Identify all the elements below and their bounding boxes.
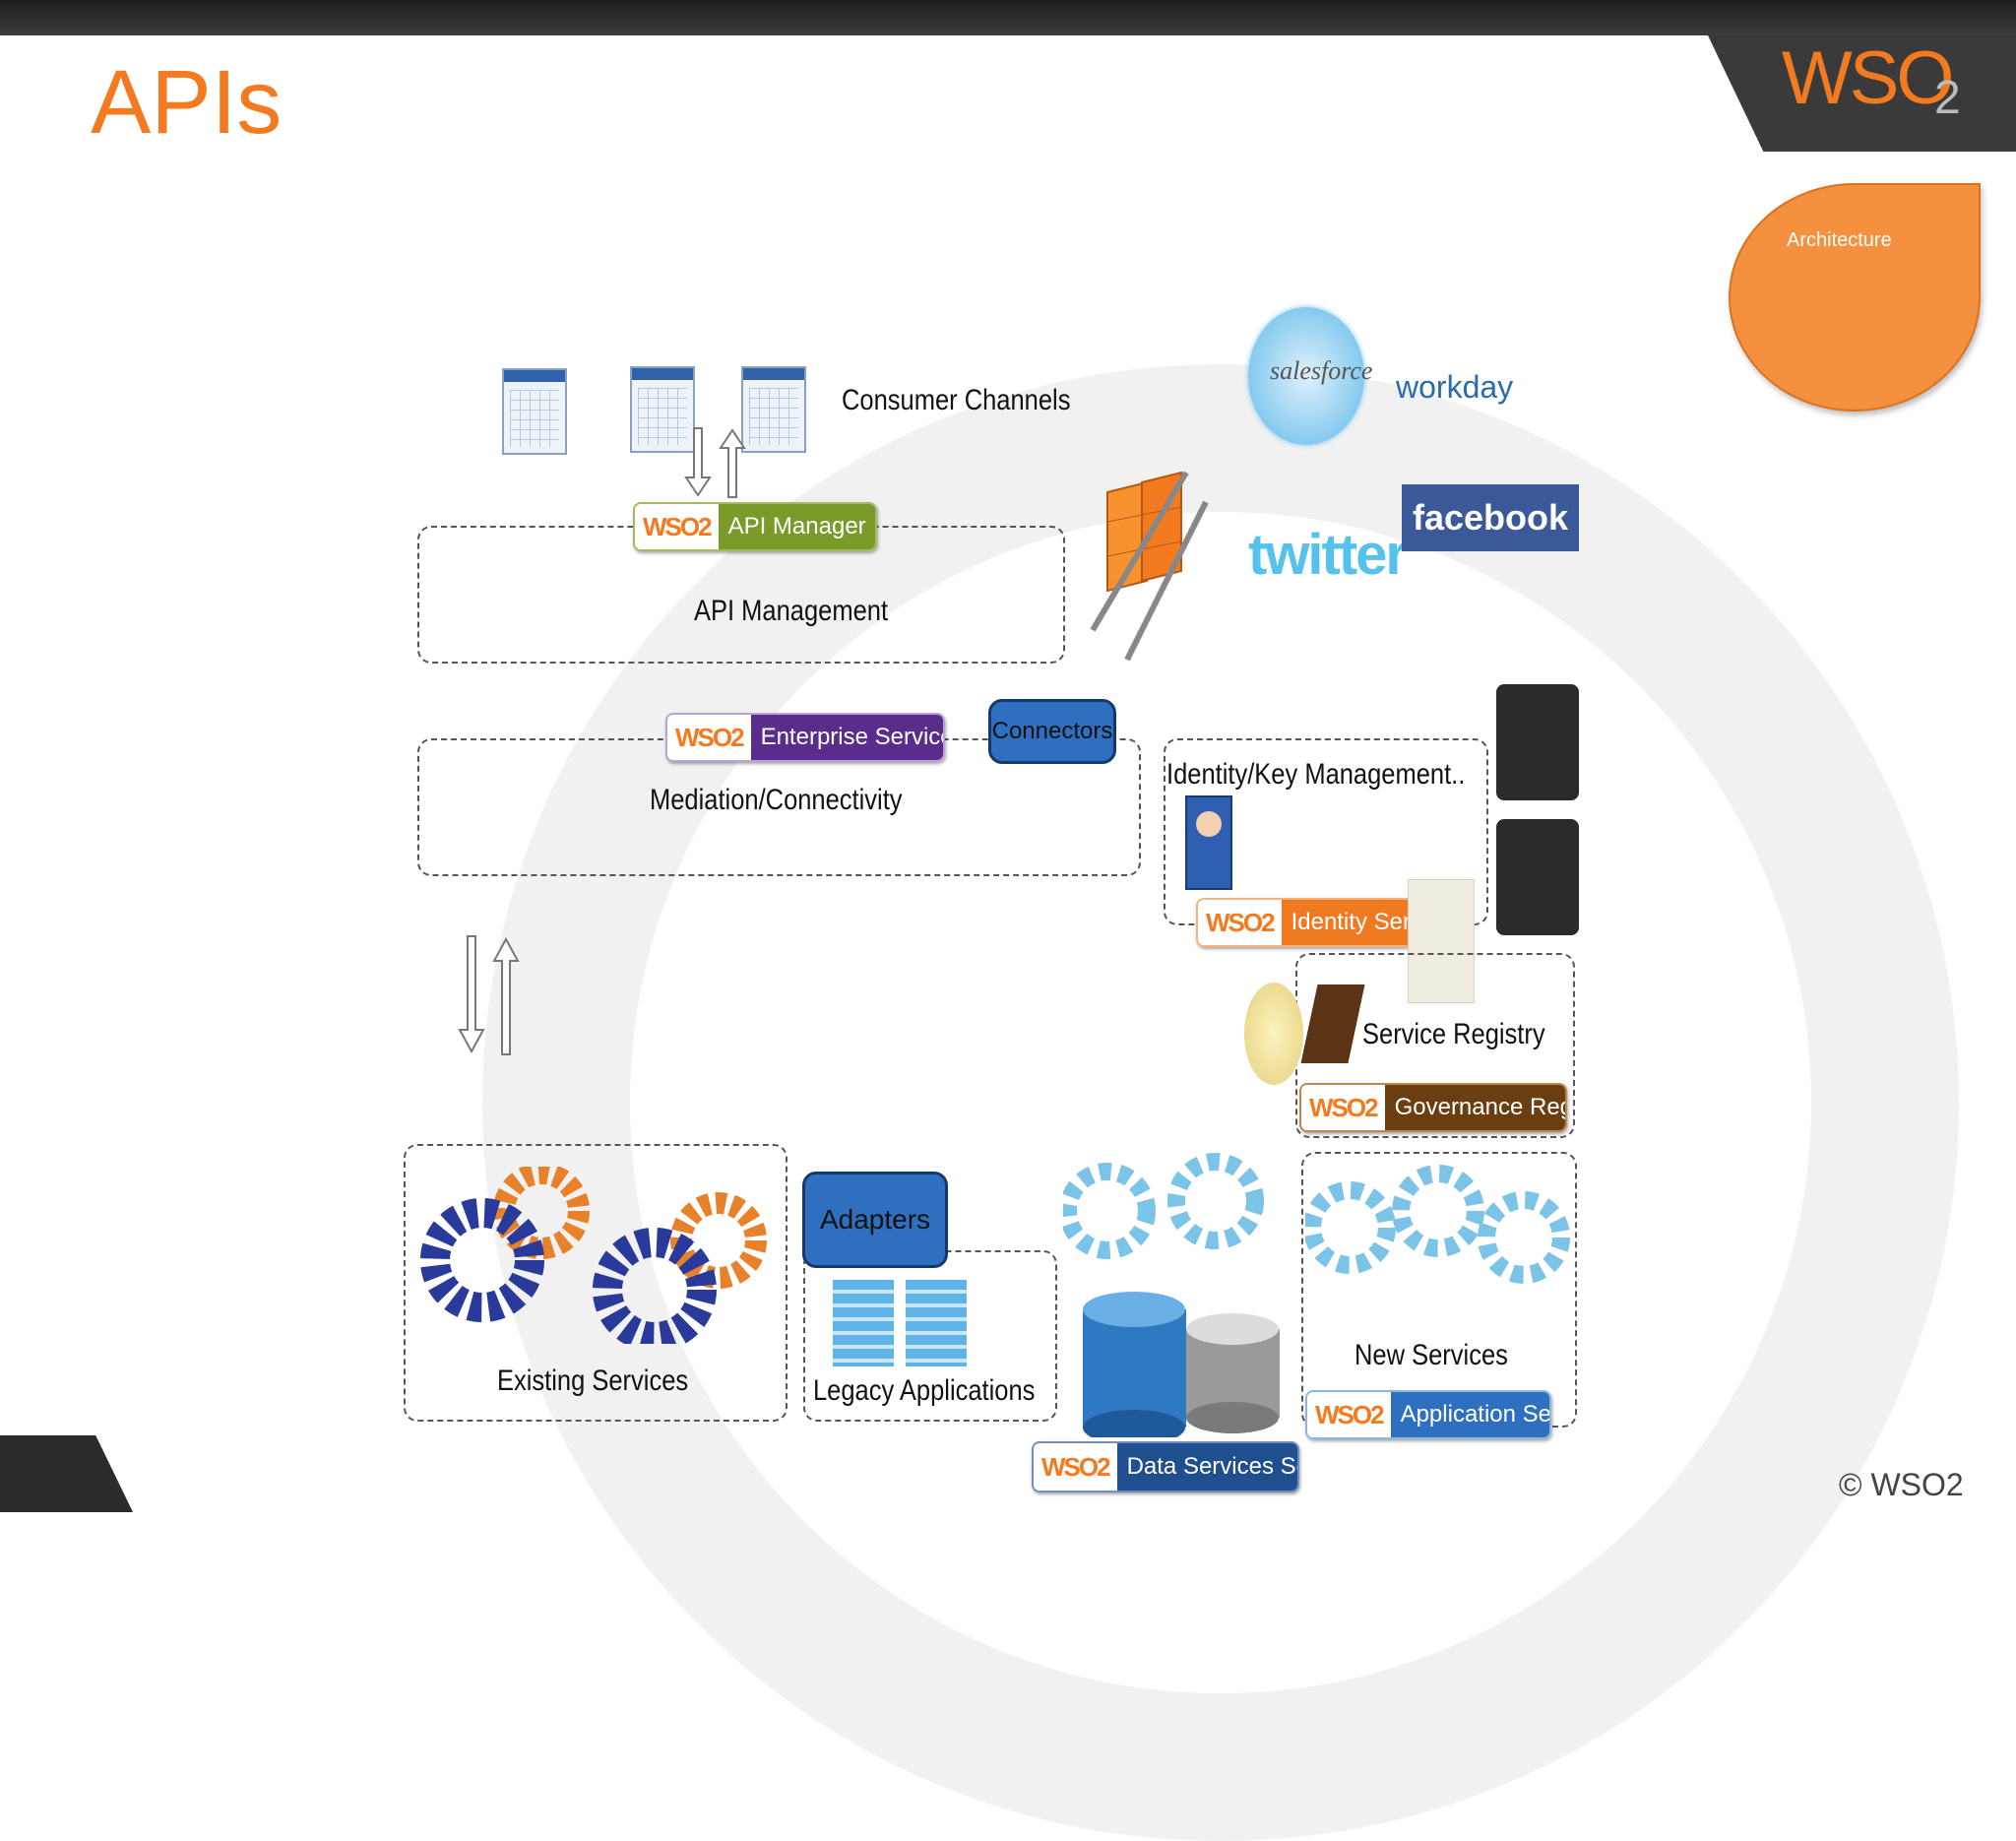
directory-server-icon — [1496, 684, 1579, 800]
legacy-app-icon — [833, 1280, 894, 1366]
governance-registry-label: Governance Registry — [1384, 1085, 1565, 1130]
gears-icon — [420, 1167, 767, 1344]
consumer-app-icon — [741, 366, 806, 453]
esb-label: Enterprise Service Bus — [750, 715, 943, 760]
existing-services-box — [404, 1144, 788, 1422]
request-response-arrows-icon — [684, 427, 746, 498]
twitter-logo: twitter — [1248, 523, 1408, 587]
wso2-brand: WSO2 — [1307, 1392, 1391, 1437]
identity-label: Identity/Key Management.. — [1166, 758, 1466, 791]
document-icon — [1408, 879, 1475, 1003]
architecture-badge — [1729, 183, 1981, 412]
firewall-icon — [1090, 471, 1209, 662]
top-bar — [0, 0, 2016, 35]
salesforce-cloud-icon — [1248, 307, 1364, 445]
database-icon — [1083, 1292, 1280, 1437]
salesforce-logo: salesforce — [1270, 356, 1373, 385]
wso2-brand: WSO2 — [1034, 1443, 1117, 1491]
governance-registry-badge: WSO2 Governance Registry — [1299, 1083, 1567, 1132]
consumer-app-icon — [630, 366, 695, 453]
wso2-brand: WSO2 — [1198, 900, 1282, 945]
copyright: © WSO2 — [1839, 1467, 1964, 1502]
wso2-logo-text: WSO — [1782, 36, 1955, 120]
new-services-gears-icon — [1305, 1165, 1570, 1284]
directory-server-icon — [1496, 819, 1579, 935]
consumer-app-icon — [502, 368, 567, 455]
wso2-brand: WSO2 — [1301, 1085, 1385, 1130]
data-services-badge: WSO2 Data Services Server — [1032, 1441, 1299, 1492]
app-server-badge: WSO2 Application Server — [1305, 1390, 1551, 1439]
existing-services-label: Existing Services — [497, 1365, 689, 1397]
corner-decoration — [0, 1435, 133, 1512]
badge-label: Architecture — [1787, 229, 1892, 251]
backend-arrows-icon — [458, 935, 520, 1055]
legacy-apps-label: Legacy Applications — [813, 1374, 1036, 1407]
legacy-app-icon — [906, 1280, 967, 1366]
consumer-channels-label: Consumer Channels — [842, 384, 1071, 416]
data-services-label: Data Services Server — [1116, 1443, 1297, 1491]
app-server-label: Application Server — [1390, 1392, 1549, 1437]
adapters-box: Adapters — [802, 1172, 948, 1268]
wso2-brand: WSO2 — [635, 504, 719, 549]
api-management-label: API Management — [694, 595, 889, 627]
coin-icon — [1244, 983, 1303, 1085]
identity-server-label: Identity Server — [1281, 900, 1415, 945]
workday-logo: workday — [1396, 369, 1514, 405]
slide-title: APIs — [91, 52, 283, 153]
wso2-logo-subscript: 2 — [1934, 72, 1961, 124]
service-gears-icon — [1063, 1153, 1264, 1259]
service-registry-label: Service Registry — [1362, 1018, 1545, 1050]
api-manager-label: API Manager — [718, 504, 875, 549]
mediation-label: Mediation/Connectivity — [650, 784, 903, 816]
connectors-box: Connectors — [988, 699, 1116, 764]
identity-server-badge: WSO2 Identity Server — [1196, 898, 1417, 947]
wso2-brand: WSO2 — [667, 715, 751, 760]
new-services-label: New Services — [1354, 1339, 1508, 1371]
facebook-logo: facebook — [1402, 484, 1579, 551]
logo-tab — [1708, 35, 2016, 152]
api-manager-badge: WSO2 API Manager — [633, 502, 877, 551]
id-card-icon — [1185, 795, 1232, 890]
esb-badge: WSO2 Enterprise Service Bus — [665, 713, 945, 762]
